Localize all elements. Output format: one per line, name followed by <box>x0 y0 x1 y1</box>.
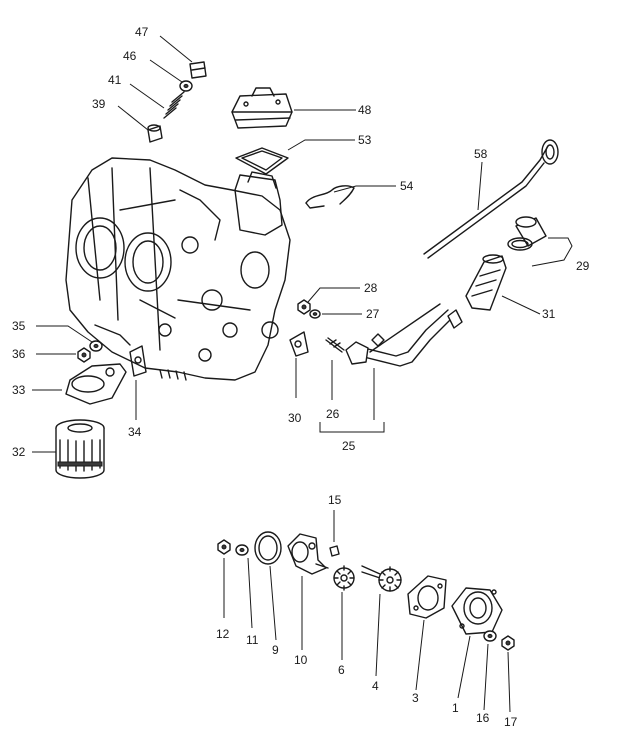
part-nut-12 <box>217 539 231 555</box>
part-gear <box>333 565 355 591</box>
leader-lines <box>32 35 573 713</box>
part-flange-gasket <box>129 345 147 377</box>
callout-47: 47 <box>135 25 149 39</box>
callout-25: 25 <box>342 439 356 453</box>
engine-block <box>65 157 291 381</box>
callout-39: 39 <box>92 97 106 111</box>
part-pump-cover <box>287 533 329 575</box>
part-cover <box>231 87 293 129</box>
part-oil-filter <box>55 419 105 479</box>
callout-36: 36 <box>12 347 26 361</box>
callout-4: 4 <box>372 679 379 693</box>
part-breather-assembly <box>345 303 463 367</box>
part-nut-17 <box>501 635 515 651</box>
callout-16: 16 <box>476 711 490 725</box>
callout-26: 26 <box>326 407 340 421</box>
callout-27: 27 <box>366 307 380 321</box>
callout-33: 33 <box>12 383 26 397</box>
callout-34: 34 <box>128 425 142 439</box>
callout-3: 3 <box>412 691 419 705</box>
callout-30: 30 <box>288 411 302 425</box>
callout-1: 1 <box>452 701 459 715</box>
callout-53: 53 <box>358 133 372 147</box>
callout-54: 54 <box>400 179 414 193</box>
part-seal-ring <box>254 531 282 565</box>
part-oil-filler-neck <box>465 254 507 311</box>
callout-35: 35 <box>12 319 26 333</box>
part-filter-flange <box>65 363 127 405</box>
part-nut-28 <box>297 299 311 315</box>
part-pin <box>329 545 340 557</box>
callout-11: 11 <box>246 633 259 647</box>
part-wire-clip <box>305 185 355 209</box>
callout-17: 17 <box>504 715 518 729</box>
part-spring <box>163 91 185 119</box>
callout-29: 29 <box>576 259 590 273</box>
callout-31: 31 <box>542 307 556 321</box>
part-washer-27 <box>309 309 321 319</box>
part-gasket <box>235 147 289 175</box>
callout-9: 9 <box>272 643 279 657</box>
part-piston <box>147 124 163 143</box>
part-plug <box>189 61 207 79</box>
part-pump-housing <box>451 587 503 635</box>
callout-46: 46 <box>123 49 137 63</box>
callout-58: 58 <box>474 147 488 161</box>
callout-32: 32 <box>12 445 26 459</box>
part-washer-35 <box>89 340 103 352</box>
callout-48: 48 <box>358 103 372 117</box>
part-dipstick <box>423 139 559 259</box>
callout-28: 28 <box>364 281 378 295</box>
part-stud <box>325 337 345 353</box>
part-washer <box>179 80 193 92</box>
callout-12: 12 <box>216 627 230 641</box>
part-pump-gasket <box>407 575 447 619</box>
part-drive-gear <box>361 565 402 592</box>
part-washer-16 <box>483 630 497 642</box>
part-breather-gasket <box>289 331 309 357</box>
callout-6: 6 <box>338 663 345 677</box>
callout-41: 41 <box>108 73 122 87</box>
callout-15: 15 <box>328 493 342 507</box>
part-nut-36 <box>77 347 91 363</box>
part-washer-11 <box>235 544 249 556</box>
callout-10: 10 <box>294 653 308 667</box>
part-filler-cap-seal <box>507 216 547 251</box>
callout-labels: 47 46 41 39 48 53 54 58 29 31 28 27 35 3… <box>12 25 590 729</box>
